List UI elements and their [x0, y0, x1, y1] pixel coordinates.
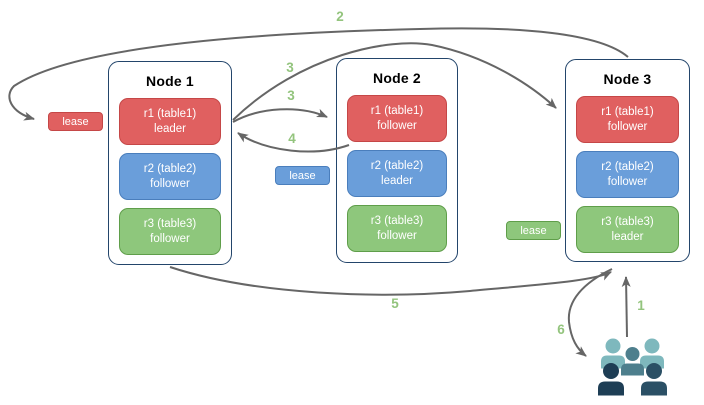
replica-role: leader — [381, 174, 413, 187]
node-1-replicas: r1 (table1) leader r2 (table2) follower … — [109, 98, 231, 255]
node-1-replica-r3: r3 (table3) follower — [119, 208, 221, 255]
arrow-step-2 — [8, 27, 629, 121]
replica-role: follower — [377, 119, 417, 132]
replica-role: follower — [607, 120, 648, 133]
node-1-replica-r2: r2 (table2) follower — [119, 153, 221, 200]
replica-name: r1 (table1) — [601, 105, 654, 118]
node-3-replica-r2: r2 (table2) follower — [576, 151, 679, 198]
step-label-3a: 3 — [286, 60, 294, 75]
step-label-4: 4 — [288, 131, 296, 146]
node-3-title: Node 3 — [603, 71, 652, 87]
node-3-box: Node 3 r1 (table1) follower r2 (table2) … — [565, 59, 690, 262]
step-label-1: 1 — [637, 298, 645, 313]
node-1-box: Node 1 r1 (table1) leader r2 (table2) fo… — [108, 61, 232, 265]
node-1-title: Node 1 — [146, 73, 194, 89]
lease-label-r1: lease — [48, 112, 103, 131]
arrow-step-3-to-node2 — [232, 108, 328, 123]
replica-role: leader — [154, 122, 186, 135]
node-3-replicas: r1 (table1) follower r2 (table2) followe… — [566, 96, 689, 253]
step-label-3b: 3 — [287, 88, 295, 103]
lease-label-r2: lease — [275, 166, 330, 185]
arrow-step-1 — [621, 276, 631, 338]
replica-name: r2 (table2) — [370, 159, 424, 172]
replica-role: leader — [611, 230, 644, 243]
step-label-2: 2 — [336, 9, 344, 24]
lease-label-r3: lease — [506, 221, 561, 240]
node-2-replicas: r1 (table1) follower r2 (table2) leader … — [337, 95, 457, 252]
node-2-replica-r1: r1 (table1) follower — [347, 95, 447, 142]
node-3-replica-r3: r3 (table3) leader — [576, 206, 679, 253]
replica-role: follower — [377, 229, 417, 242]
replica-role: follower — [150, 177, 190, 190]
step-label-5: 5 — [391, 296, 399, 311]
replica-name: r3 (table3) — [143, 217, 197, 230]
users-group-icon — [598, 338, 667, 396]
replica-name: r1 (table1) — [370, 104, 424, 117]
replica-name: r3 (table3) — [370, 214, 424, 227]
node-3-replica-r1: r1 (table1) follower — [576, 96, 679, 143]
node-2-box: Node 2 r1 (table1) follower r2 (table2) … — [336, 58, 458, 263]
node-2-replica-r3: r3 (table3) follower — [347, 205, 447, 252]
arrow-step-5 — [169, 266, 612, 296]
replica-name: r1 (table1) — [143, 107, 197, 120]
replica-role: follower — [150, 232, 190, 245]
node-1-replica-r1: r1 (table1) leader — [119, 98, 221, 145]
step-label-6: 6 — [557, 322, 565, 337]
replica-name: r3 (table3) — [601, 215, 654, 228]
node-2-title: Node 2 — [373, 70, 421, 86]
node-2-replica-r2: r2 (table2) leader — [347, 150, 447, 197]
replica-name: r2 (table2) — [601, 160, 654, 173]
replica-name: r2 (table2) — [143, 162, 197, 175]
replica-role: follower — [607, 175, 648, 188]
